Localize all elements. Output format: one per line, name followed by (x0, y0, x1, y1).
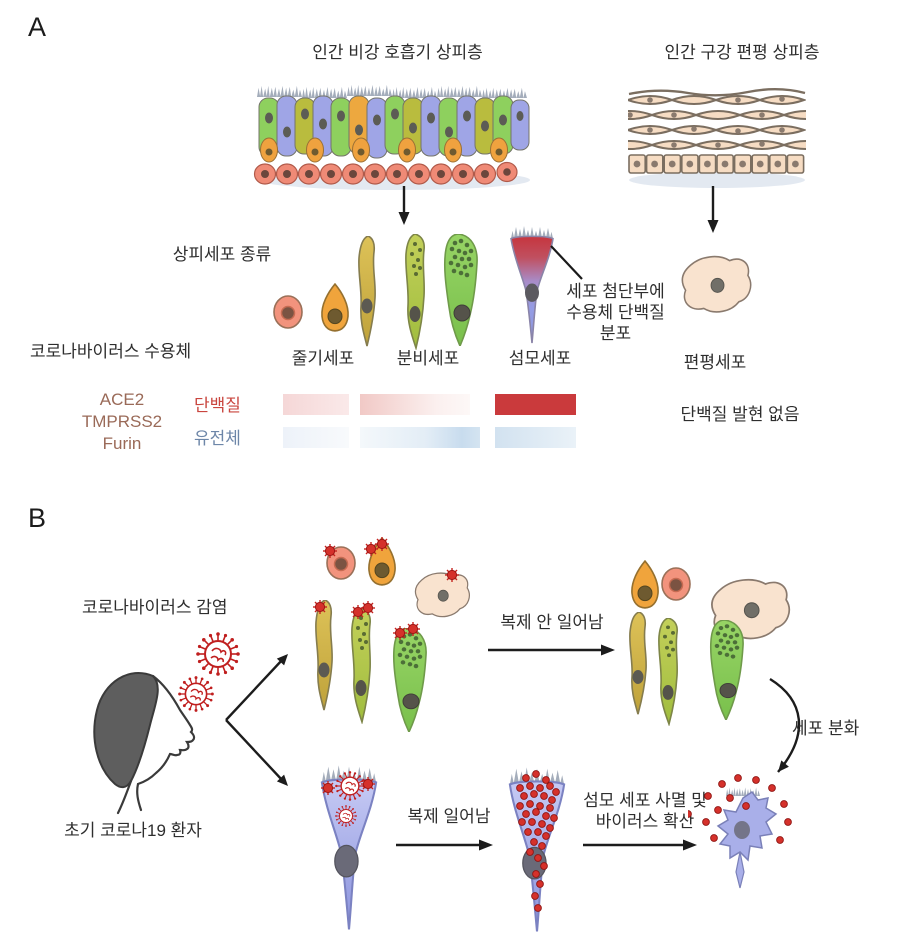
replication-arrow (396, 839, 493, 851)
protein-bar-stem (283, 394, 349, 415)
differentiation-arrow (769, 677, 801, 773)
spread-label: 섬모 세포 사멸 및 바이러스 확산 (583, 791, 707, 831)
infection-label: 코로나바이러스 감염 (82, 598, 228, 617)
protein-bar-ciliated (495, 394, 576, 415)
nasal-down-arrow (398, 186, 410, 225)
protein-bar-secretory (360, 394, 470, 415)
infected-cell-group (312, 536, 470, 732)
spread-arrow (583, 839, 697, 851)
no-replication-label: 복제 안 일어남 (500, 613, 604, 632)
receptor-ace2: ACE2 (99, 390, 145, 409)
apical-pointer-line (550, 245, 583, 280)
secretory-cell-2 (405, 234, 426, 349)
apical-note: 세포 첨단부에 수용체 단백질 분포 (566, 282, 665, 343)
replication-label: 복제 일어남 (407, 807, 491, 826)
ciliated-cell-label: 섬모세포 (508, 349, 572, 368)
ciliated-cell-virus-filled (508, 766, 566, 933)
no-protein-note: 단백질 발현 없음 (680, 405, 800, 424)
dying-ciliated-cell (688, 774, 792, 889)
panel-b-letter: B (28, 503, 47, 533)
oral-epithelium-illustration (628, 88, 806, 188)
receptor-furin: Furin (102, 434, 142, 453)
ciliated-cell-infected (320, 764, 378, 931)
secretory-cell-label: 분비세포 (396, 349, 460, 368)
receptor-heading: 코로나바이러스 수용체 (30, 342, 192, 361)
secretory-cell-1 (358, 236, 376, 347)
nasal-epithelium-title: 인간 비강 호흡기 상피층 (312, 43, 483, 62)
protein-row-label: 단백질 (194, 396, 241, 415)
oral-epithelium-title: 인간 구강 편평 상피층 (664, 43, 820, 62)
oral-down-arrow (707, 186, 719, 233)
squamous-cell (681, 255, 752, 313)
patient-head-illustration (93, 672, 196, 815)
genome-bar-ciliated (495, 427, 576, 448)
genome-bar-secretory (360, 427, 480, 448)
stem-cell-teardrop (321, 283, 349, 332)
panel-a-letter: A (28, 12, 47, 42)
differentiation-label: 세포 분화 (792, 719, 860, 738)
no-replication-arrow (488, 644, 615, 656)
receptor-tmprss2: TMPRSS2 (81, 412, 163, 431)
nasal-epithelium-illustration (253, 84, 530, 190)
branch-arrows (225, 654, 288, 786)
stem-cell-label: 줄기세포 (291, 349, 355, 368)
patient-label: 초기 코로나19 환자 (64, 821, 202, 840)
secretory-cell-3 (443, 234, 478, 346)
stem-cell-round (273, 295, 303, 329)
squamous-cell-label: 편평세포 (683, 353, 747, 372)
genome-bar-stem (283, 427, 349, 448)
genome-row-label: 유전체 (194, 429, 241, 448)
cell-types-heading: 상피세포 종류 (172, 245, 272, 264)
